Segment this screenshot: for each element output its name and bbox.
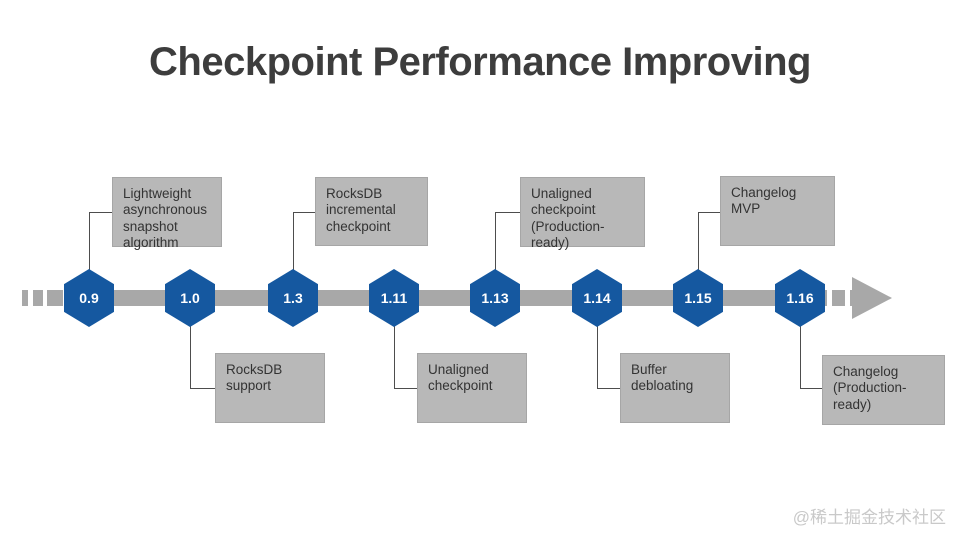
version-text: 1.0 xyxy=(180,290,200,306)
connector-line xyxy=(597,388,620,389)
connector-line xyxy=(597,326,598,388)
page-title: Checkpoint Performance Improving xyxy=(149,40,811,84)
connector-line xyxy=(293,212,315,213)
connector-line xyxy=(800,388,822,389)
version-text: 0.9 xyxy=(79,290,99,306)
connector-line xyxy=(800,326,801,388)
milestone-hex-0-9: 0.9 xyxy=(64,269,114,327)
connector-line xyxy=(190,388,215,389)
connector-line xyxy=(190,326,191,388)
version-text: 1.11 xyxy=(380,290,408,306)
milestone-label-changelog-mvp: Changelog MVP xyxy=(720,176,835,246)
timeline-end-dash xyxy=(832,290,845,306)
milestone-hex-1-14: 1.14 xyxy=(572,269,622,327)
connector-line xyxy=(89,212,90,270)
milestone-hex-1-11: 1.11 xyxy=(369,269,419,327)
timeline-start-dash xyxy=(33,290,43,306)
milestone-label-rocksdb-incremental: RocksDB incremental checkpoint xyxy=(315,177,428,246)
milestone-label-unaligned-checkpoint: Unaligned checkpoint xyxy=(417,353,527,423)
connector-line xyxy=(394,326,395,388)
timeline-start-dash xyxy=(22,290,28,306)
milestone-hex-1-3: 1.3 xyxy=(268,269,318,327)
timeline-start-dash xyxy=(47,290,63,306)
connector-line xyxy=(394,388,417,389)
milestone-hex-1-15: 1.15 xyxy=(673,269,723,327)
milestone-label-unaligned-prod: Unaligned checkpoint (Production-ready) xyxy=(520,177,645,250)
milestone-label-changelog-prod: Changelog (Production-ready) xyxy=(822,355,945,425)
connector-line xyxy=(293,212,294,270)
milestone-label-buffer-debloating: Buffer debloating xyxy=(620,353,730,423)
connector-line xyxy=(89,212,112,213)
connector-line xyxy=(495,212,520,213)
timeline-bar xyxy=(64,290,827,306)
milestone-label-lightweight-snapshot: Lightweight asynchronous snapshot algori… xyxy=(112,177,222,250)
connector-line xyxy=(495,212,496,270)
version-text: 1.16 xyxy=(786,290,814,306)
milestone-label-rocksdb-support: RocksDB support xyxy=(215,353,325,423)
milestone-hex-1-0: 1.0 xyxy=(165,269,215,327)
version-text: 1.15 xyxy=(684,290,712,306)
connector-line xyxy=(698,212,699,270)
watermark: @稀土掘金技术社区 xyxy=(792,508,946,527)
milestone-hex-1-16: 1.16 xyxy=(775,269,825,327)
version-text: 1.3 xyxy=(283,290,303,306)
version-text: 1.14 xyxy=(583,290,611,306)
version-text: 1.13 xyxy=(481,290,509,306)
timeline-arrow-icon xyxy=(852,277,892,319)
connector-line xyxy=(698,212,720,213)
milestone-hex-1-13: 1.13 xyxy=(470,269,520,327)
